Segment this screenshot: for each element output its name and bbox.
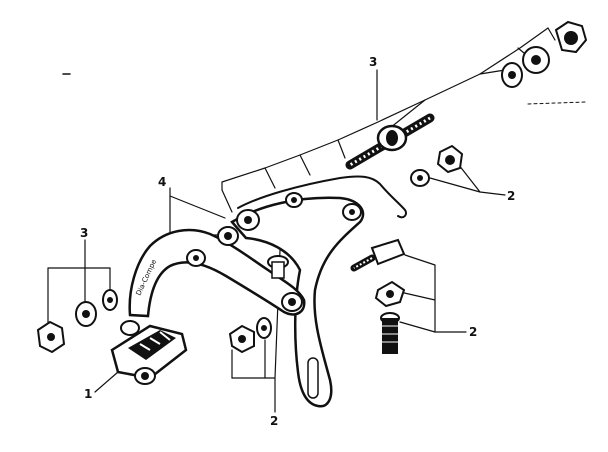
bottom-hardware: [228, 317, 272, 354]
callout-3-top-bracket: [221, 27, 549, 191]
adjuster-barrel: [350, 238, 406, 272]
cable-anchor-nut: [374, 280, 406, 308]
callout-2-bottom-bracket: [231, 377, 276, 413]
callout-3-left: 3: [80, 226, 88, 240]
callout-1-leader: [94, 371, 119, 393]
front-caliper-arm: Dia-Compe: [128, 228, 306, 318]
callout-3-left-bracket: [47, 239, 86, 331]
center-bolt: [345, 113, 435, 170]
spring-washer: [285, 192, 303, 208]
left-hardware: [36, 289, 118, 354]
callout-2-right-bottom: 2: [469, 325, 477, 339]
upper-bolt-assembly: [345, 20, 588, 170]
callout-4: 4: [158, 175, 166, 189]
brake-shoe: [110, 320, 188, 385]
leader-lines: [47, 27, 556, 413]
callout-2-right-top-bracket: [454, 159, 506, 196]
callout-2-right-top: 2: [507, 189, 515, 203]
left-hex-nut: [36, 320, 66, 354]
acorn-nut: [554, 20, 588, 54]
star-washer: [522, 46, 550, 74]
callout-2-right-bottom-bracket: [404, 254, 467, 333]
return-spring: [237, 175, 408, 219]
right-nut-washer: [410, 144, 464, 187]
pivot-washer: [217, 226, 239, 246]
callout-4-bracket: [169, 187, 226, 236]
cable-anchor-bolt: [380, 312, 400, 354]
pivot-stud: [267, 255, 289, 279]
left-flat-washer: [75, 301, 97, 327]
left-star-washer: [102, 289, 118, 311]
callout-3-top: 3: [369, 55, 377, 69]
callout-2-bottom: 2: [270, 414, 278, 428]
callout-1: 1: [84, 387, 92, 401]
flat-washer: [501, 62, 523, 88]
